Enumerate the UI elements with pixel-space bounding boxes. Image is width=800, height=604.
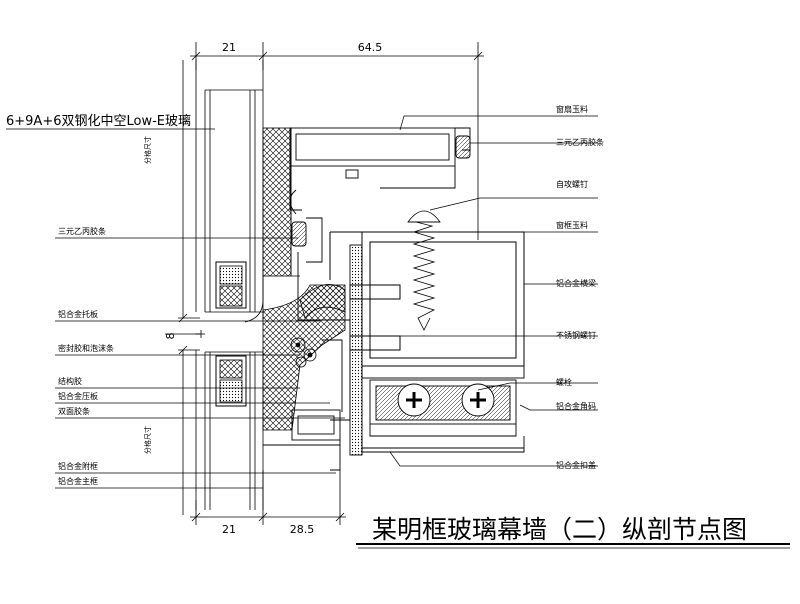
label-sealant-foam: 密封胶和泡沫条 — [58, 343, 114, 353]
dim-bottom-left: 21 — [222, 523, 236, 536]
label-bracket: 铝合金托板 — [58, 309, 98, 319]
structural-seal — [262, 283, 346, 431]
label-cover: 铝合金扣盖 — [556, 460, 596, 470]
corner-block — [361, 365, 525, 453]
label-main-frame: 铝合金主框 — [58, 476, 98, 486]
label-structural: 结构胶 — [58, 376, 82, 386]
dim-top-left: 21 — [222, 41, 236, 54]
label-sash: 窗扇玉料 — [556, 104, 588, 114]
label-frame: 窗框玉料 — [556, 220, 588, 230]
label-corner: 铝合金角码 — [556, 401, 596, 411]
upper-sash-seal — [244, 127, 300, 323]
crosshair-mark — [197, 330, 205, 338]
sash-profile — [289, 127, 471, 321]
drawing-title: 某明框玻璃幕墙（二）纵剖节点图 — [372, 515, 747, 544]
label-ss-screw: 不锈钢螺钉 — [556, 330, 596, 340]
dim-top-right: 64.5 — [358, 41, 383, 54]
left-leaders — [6, 128, 345, 489]
label-tape: 双面胶条 — [58, 406, 90, 416]
label-beam: 铝合金横梁 — [556, 278, 596, 288]
top-dimension — [190, 42, 484, 240]
label-bolt: 螺栓 — [556, 377, 572, 387]
upper-glass-unit — [195, 60, 264, 320]
dim-gap: 8 — [164, 333, 177, 340]
vertical-note-upper: 分格尺寸 — [143, 136, 152, 164]
lower-glass-unit — [195, 350, 264, 510]
vertical-note-lower: 分格尺寸 — [143, 426, 152, 454]
bottom-dimension — [190, 470, 346, 525]
label-press-plate: 铝合金压板 — [58, 391, 98, 401]
label-epdm-left: 三元乙丙胶条 — [58, 226, 106, 236]
dim-bottom-right: 28.5 — [290, 523, 315, 536]
right-leaders — [389, 115, 598, 467]
label-glass: 6+9A+6双钢化中空Low-E玻璃 — [6, 114, 191, 129]
label-self-tap: 自攻螺钉 — [556, 179, 588, 189]
label-sub-frame: 铝合金附框 — [58, 461, 98, 471]
self-tapping-screw — [407, 210, 441, 331]
label-epdm-right: 三元乙丙胶条 — [556, 137, 604, 147]
